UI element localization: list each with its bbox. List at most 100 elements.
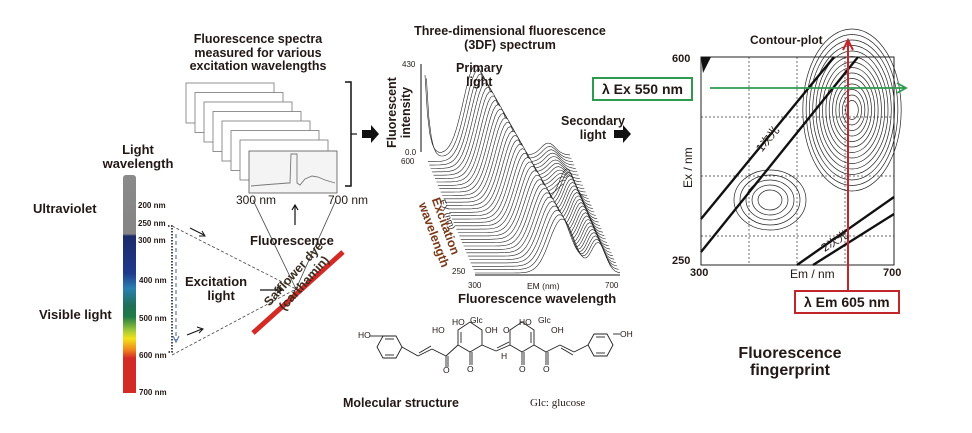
contour-line	[822, 61, 882, 159]
tick-300: 300 nm	[138, 236, 166, 245]
contour-x-label: Em / nm	[790, 267, 835, 281]
title-line: (3DF) spectrum	[464, 37, 556, 52]
atom-label: HO	[432, 325, 445, 335]
emission-edge-left	[252, 199, 297, 290]
beam-edge-bottom	[171, 288, 297, 356]
ex-arrowhead-icon	[896, 82, 908, 94]
label-line: light	[466, 74, 493, 89]
glucose-note: Glc: glucose	[530, 397, 586, 409]
label-line: Secondary	[561, 114, 625, 128]
contour-line	[805, 34, 899, 186]
surface-ridge	[460, 174, 606, 240]
atom-label: O	[467, 364, 474, 374]
contour-line	[809, 39, 895, 181]
atom-label: HO	[519, 317, 532, 327]
contour-x-max: 700	[883, 267, 902, 279]
ultraviolet-label: Ultraviolet	[33, 201, 97, 216]
atom-label: O	[543, 364, 550, 374]
contour-y-min: 250	[672, 255, 691, 267]
atom-label: Glc	[538, 315, 551, 325]
title-line: Fluorescence spectra	[193, 32, 323, 46]
title-line: excitation wavelengths	[189, 59, 327, 73]
tick-500: 500 nm	[139, 314, 167, 323]
label-line: Primary	[456, 61, 503, 75]
corner-mark	[701, 57, 711, 73]
sample-spectrum-curve	[250, 153, 336, 187]
contour-line	[832, 78, 872, 142]
contour-line	[838, 89, 866, 131]
tick-200: 200 nm	[138, 201, 166, 210]
tick-600: 600 nm	[139, 351, 167, 360]
em-max: 700	[605, 281, 619, 290]
contour-line	[812, 45, 892, 175]
benzene-ring-left	[376, 335, 403, 359]
safflower-dye-sample	[251, 250, 345, 335]
contour-line	[739, 174, 801, 226]
surface-ridge	[456, 161, 602, 230]
title-line: wavelength	[102, 156, 174, 172]
label-line: Excitation	[185, 274, 248, 289]
first-order-band-upper	[700, 56, 835, 220]
surface-ridge	[449, 139, 595, 213]
tick-400: 400 nm	[139, 276, 167, 285]
contour-x-min: 300	[690, 267, 709, 279]
contour-line	[733, 169, 807, 231]
label-line: light	[579, 127, 607, 142]
surface-ridge	[462, 179, 608, 243]
visible-light-label: Visible light	[39, 307, 112, 322]
spectra-x-max: 700 nm	[328, 193, 369, 207]
spectra-stack-title: Fluorescence spectra measured for variou…	[183, 32, 333, 74]
beam-arrow-bottom	[186, 328, 203, 336]
title-line: Three-dimensional fluorescence	[414, 24, 606, 38]
primary-light-label: Primary light	[456, 61, 503, 89]
atom-label: HO	[452, 317, 465, 327]
contour-line	[842, 94, 862, 126]
contour-line	[818, 56, 886, 164]
scan-arrowhead-icon	[172, 335, 180, 344]
contour-y-max: 600	[672, 53, 691, 65]
surface-ridge	[465, 187, 611, 250]
title-line: Light	[122, 142, 154, 157]
contour-line	[802, 28, 902, 192]
ex-marker-badge: λ Ex 550 nm	[592, 77, 693, 101]
atom-label: OH	[551, 325, 564, 335]
contour-line	[745, 179, 795, 221]
surface-ridge	[467, 196, 613, 257]
contour-line	[825, 67, 879, 153]
benzene-ring-right	[587, 333, 614, 357]
arrow-right-icon	[614, 125, 631, 143]
atom-label: OH	[485, 325, 498, 335]
label-line: light	[207, 288, 235, 304]
surface-ridge	[473, 214, 619, 270]
emission-edge-right	[295, 199, 337, 290]
surface-ridge	[469, 201, 615, 260]
ex-min: 250	[452, 267, 466, 276]
atom-label: O	[519, 364, 526, 374]
surface-ridge	[466, 192, 612, 254]
fluorescence-fingerprint-title: Fluorescence fingerprint	[730, 345, 850, 380]
surface-ridge	[457, 165, 603, 233]
molecular-structure-caption: Molecular structure	[343, 396, 460, 410]
surface-ridge	[452, 148, 598, 220]
front-spectrum-sheet	[248, 150, 338, 194]
contour-line	[835, 83, 869, 137]
atom-label: HO	[358, 330, 371, 340]
atom-label: O	[503, 325, 510, 335]
surface-ridge	[472, 209, 618, 267]
contour-line	[828, 72, 876, 148]
wavelength-spectrum-bar	[123, 175, 136, 393]
title-line: Fluorescence	[738, 345, 842, 362]
tick-700: 700 nm	[139, 388, 167, 397]
title-line: fingerprint	[750, 362, 830, 380]
secondary-light-label: Secondary light	[561, 114, 625, 142]
contour-title: Contour-plot	[750, 33, 823, 47]
surface-ridge	[463, 183, 609, 247]
spectra-x-min: 300 nm	[236, 193, 277, 207]
em-min: 300	[468, 281, 482, 290]
atom-label: Glc	[470, 315, 483, 325]
